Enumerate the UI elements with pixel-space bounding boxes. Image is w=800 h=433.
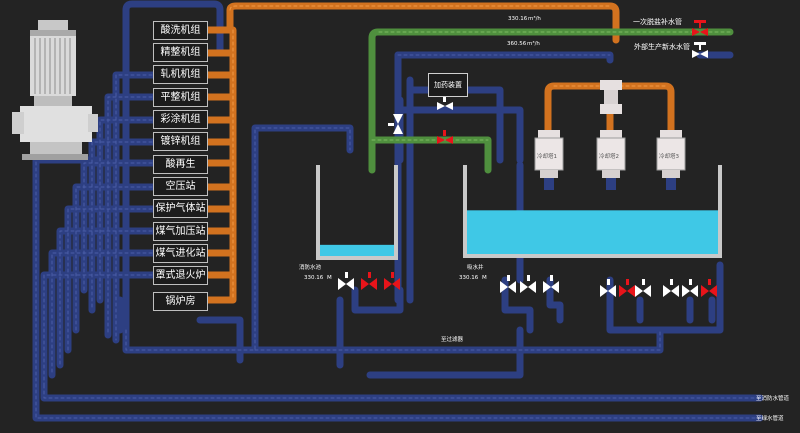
valve-suction-2 (520, 275, 536, 293)
fire-pool (316, 165, 398, 260)
valve-right-5 (682, 279, 698, 297)
valve-right-4 (663, 279, 679, 297)
unit-box-finishing[interactable]: 精整机组 (153, 43, 208, 62)
external-new-water-pipe-label: 外部生产新水水管 (634, 43, 690, 51)
cooling-tower-label-2: 冷却塔2 (599, 154, 619, 160)
unit-box-leveling[interactable]: 平整机组 (153, 88, 208, 107)
unit-box-acid-regen[interactable]: 酸再生 (153, 155, 208, 174)
vertical-pump-icon (12, 20, 98, 160)
unit-box-protective-gas[interactable]: 保护气体站 (153, 199, 208, 218)
fire-pool-label: 消防水池 (299, 265, 322, 271)
unit-box-bell-furnace[interactable]: 罩式退火炉 (153, 266, 208, 285)
blue-pipe-highlight (35, 54, 761, 419)
valve-right-3 (635, 279, 651, 297)
valve-right-2 (619, 279, 635, 297)
valve-fire-1 (338, 272, 354, 290)
valves (338, 20, 717, 297)
cooling-tower-label-1: 冷却塔1 (537, 154, 557, 160)
unit-box-pickling[interactable]: 酸洗机组 (153, 21, 208, 40)
fire-pool-level: 330.16 (304, 275, 324, 281)
flow-2-value: 360.56 (507, 41, 527, 47)
unit-box-galvanizing[interactable]: 镀锌机组 (153, 132, 208, 151)
valve-fire-2 (361, 272, 377, 290)
flow-2-unit: m³/h (527, 41, 540, 47)
to-fire-network-label: 至消防水管道 (756, 396, 790, 402)
valve-desalted-red (692, 20, 708, 36)
flow-1-value: 330.16 (508, 16, 528, 22)
suction-pool (463, 165, 722, 258)
unit-box-air-compressor[interactable]: 空压站 (153, 177, 208, 196)
suction-pool-level: 330.16 (459, 275, 479, 281)
cooling-tower-label-3: 冷却塔3 (659, 154, 679, 160)
unit-box-color-coating[interactable]: 彩涂机组 (153, 110, 208, 129)
suction-pool-label: 吸水井 (467, 265, 484, 271)
to-filter-label: 至过滤器 (441, 337, 464, 343)
valve-external-white (692, 42, 708, 58)
cooling-tower-icon-2 (596, 80, 626, 190)
unit-box-rolling[interactable]: 轧机机组 (153, 65, 208, 84)
unit-box-gas-purify[interactable]: 煤气进化站 (153, 244, 208, 263)
unit-box-boiler-room[interactable]: 锅炉房 (153, 292, 208, 311)
valve-right-1 (600, 279, 616, 297)
primary-desalted-pipe-label: 一次脱盐补水管 (633, 18, 682, 26)
valve-fire-3 (384, 272, 400, 290)
cooling-tower-icon-1 (534, 130, 564, 190)
dosing-device-box[interactable]: 加药装置 (428, 73, 468, 97)
valve-green-red (437, 130, 453, 144)
fire-pool-unit: M (327, 275, 332, 281)
valve-suction-1 (500, 275, 516, 293)
unit-box-gas-pressurize[interactable]: 煤气加压站 (153, 222, 208, 241)
valve-vertical-white (388, 114, 403, 134)
valve-dosing-white (437, 96, 453, 110)
to-green-network-label: 至绿水管道 (756, 416, 784, 422)
flow-1-unit: m³/h (528, 16, 541, 22)
valve-right-6 (701, 279, 717, 297)
suction-pool-unit: M (482, 275, 487, 281)
cooling-tower-icon-3 (656, 130, 686, 190)
valve-suction-3 (543, 275, 559, 293)
